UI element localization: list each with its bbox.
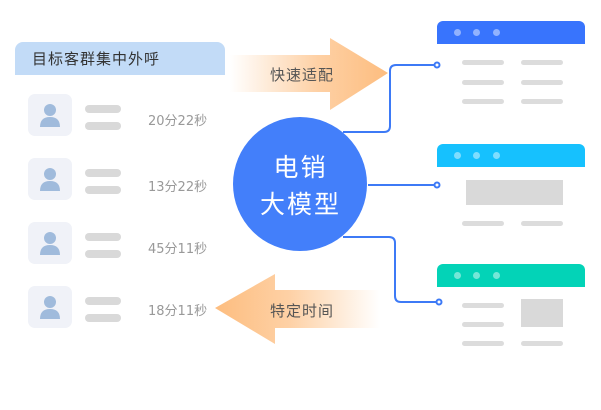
center-circle	[233, 117, 367, 251]
left-arrow-label: 特定时间	[270, 302, 335, 320]
placeholder-line	[85, 105, 121, 113]
placeholder-line	[85, 297, 121, 305]
list-item	[28, 222, 72, 264]
call-duration: 20分22秒	[148, 114, 208, 129]
output-card-1	[437, 21, 585, 131]
right-arrow-label: 快速适配	[270, 66, 335, 84]
call-duration: 18分11秒	[148, 304, 208, 319]
avatar-icon	[28, 222, 72, 264]
card-header	[437, 21, 585, 44]
output-card-3	[437, 264, 585, 354]
call-duration: 45分11秒	[148, 242, 208, 257]
right-arrow	[230, 38, 388, 110]
placeholder-line	[85, 314, 121, 322]
avatar-icon	[28, 158, 72, 200]
list-item	[28, 158, 72, 200]
connector-3	[343, 236, 436, 303]
placeholder-line	[85, 186, 121, 194]
placeholder-line	[85, 233, 121, 241]
placeholder-line	[85, 122, 121, 130]
list-item	[28, 286, 72, 328]
center-title-line1: 电销	[273, 153, 328, 182]
card-header	[437, 144, 585, 167]
connector-1	[343, 64, 435, 133]
placeholder-line	[85, 250, 121, 258]
list-item	[28, 94, 72, 136]
center-title-line2: 大模型	[259, 190, 341, 219]
left-arrow	[215, 274, 380, 344]
avatar-icon	[28, 286, 72, 328]
output-card-2	[437, 144, 585, 234]
header-title: 目标客群集中外呼	[15, 42, 225, 75]
call-duration: 13分22秒	[148, 180, 208, 195]
placeholder-line	[85, 169, 121, 177]
card-header	[437, 264, 585, 287]
avatar-icon	[28, 94, 72, 136]
